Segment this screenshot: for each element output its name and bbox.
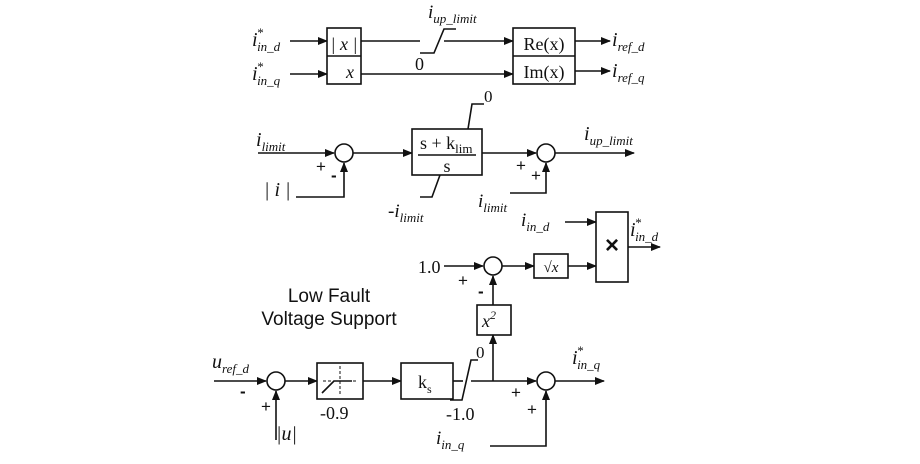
- square-block: [476, 304, 512, 336]
- gain-label: ks: [418, 372, 432, 396]
- pi-denominator: s: [443, 156, 450, 176]
- constant-one-label: 1.0: [418, 257, 441, 277]
- wire-limit-feedforward: [510, 162, 550, 194]
- input-label-u-ref-d: uref_d: [212, 351, 249, 376]
- sqrt-label: √x: [544, 260, 559, 276]
- sum4-minus-sign: -: [240, 382, 246, 401]
- abs-u-label: |u|: [276, 423, 297, 445]
- current-limit-section: ilimit + - | i | s + klim s 0 -ilimit + …: [256, 87, 635, 225]
- phase-label: x: [345, 62, 354, 82]
- abs-i-label: | i |: [264, 179, 291, 201]
- pi-upper-limit-label: 0: [484, 87, 493, 106]
- d-axis-current-section: iin_d 1.0 + - √x × i*in_d x2: [418, 210, 661, 336]
- multiply-icon: ×: [605, 232, 619, 259]
- feedforward-i-limit-label: ilimit: [478, 191, 508, 215]
- sum-plus-sign: +: [316, 157, 326, 176]
- section-title-line-2: Voltage Support: [261, 309, 397, 330]
- output-label-i-ref-d: iref_d: [612, 29, 645, 54]
- input-label-i-in-q: iin_q: [436, 428, 465, 452]
- sum2-plus-a: +: [516, 156, 526, 175]
- real-part-label: Re(x): [524, 34, 565, 55]
- summing-junction-voltage: [266, 371, 286, 391]
- sum5-plus-b: +: [527, 400, 537, 419]
- gain-limiter-shape: [450, 359, 478, 401]
- low-fault-voltage-support-section: Low Fault Voltage Support uref_d - + |u|…: [212, 286, 605, 452]
- pi-numerator: s + klim: [420, 133, 473, 156]
- imag-part-label: Im(x): [524, 62, 565, 83]
- sum3-minus-sign: -: [478, 282, 484, 301]
- output-label-i-in-q-star: i*in_q: [572, 343, 601, 372]
- up-limit-label: iup_limit: [428, 2, 477, 26]
- input-label-i-limit: ilimit: [256, 129, 286, 154]
- sum-minus-sign: -: [331, 166, 337, 185]
- output-label-i-up-limit: iup_limit: [584, 123, 633, 148]
- sum4-plus-sign: +: [261, 397, 271, 416]
- section-title-line-1: Low Fault: [288, 286, 371, 307]
- summing-junction-up-limit: [536, 143, 556, 163]
- sum3-plus-sign: +: [458, 271, 468, 290]
- sum2-plus-b: +: [531, 166, 541, 185]
- upper-limiter-shape: [420, 28, 456, 54]
- input-label-i-in-d: iin_d: [521, 210, 550, 234]
- summing-junction-q: [536, 371, 556, 391]
- output-label-i-in-d-star: i*in_d: [630, 215, 659, 244]
- wire-abs-i-feedback: [296, 162, 348, 198]
- reference-current-section: i*in_d i*in_q | x | x iup_limit 0 Re(x) …: [252, 2, 645, 88]
- pi-upper-limit-line: [467, 103, 484, 130]
- summing-junction-sqrt: [483, 256, 503, 276]
- multiplier-block: [595, 211, 629, 283]
- gain-block: [400, 362, 454, 400]
- pi-lower-limit-label: -ilimit: [388, 201, 424, 225]
- square-label: x2: [481, 308, 496, 331]
- input-label-i-in-q-star: i*in_q: [252, 59, 281, 88]
- limiter-lower-label: -1.0: [446, 404, 475, 424]
- pi-lower-limit-line: [420, 174, 441, 198]
- limiter-upper-label: 0: [476, 343, 485, 362]
- sum5-plus-a: +: [511, 383, 521, 402]
- wire-in-q-feedforward: [490, 390, 550, 447]
- input-label-i-in-d-star: i*in_d: [252, 25, 281, 54]
- summing-junction-limit: [334, 143, 354, 163]
- deadband-threshold-label: -0.9: [320, 403, 349, 423]
- deadband-characteristic: [321, 380, 352, 394]
- limiter-zero-label: 0: [415, 54, 424, 74]
- output-label-i-ref-q: iref_q: [612, 60, 645, 85]
- abs-label: | x |: [331, 34, 358, 54]
- pi-controller-block: [411, 128, 483, 176]
- sqrt-block: [533, 253, 569, 279]
